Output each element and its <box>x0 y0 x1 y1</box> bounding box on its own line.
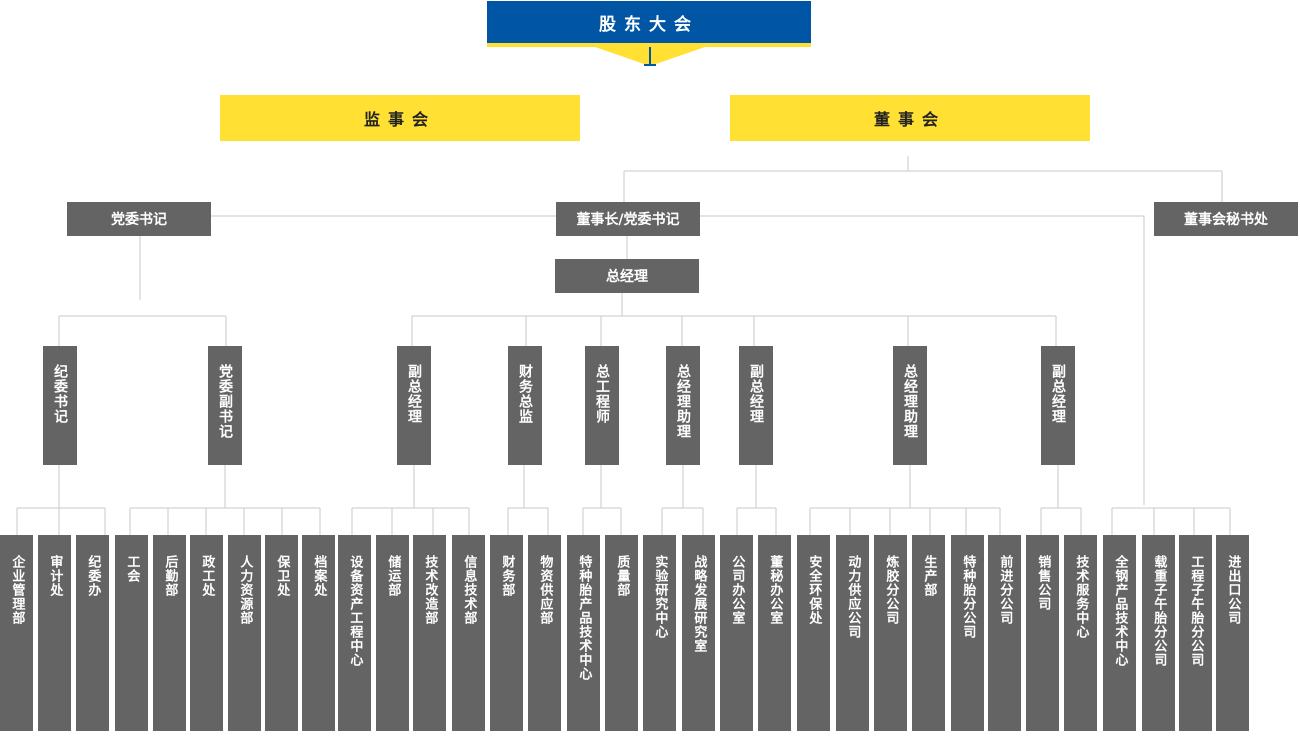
dept-box: 安全环保处 <box>797 535 830 731</box>
mid-box-gm-assistant-2: 总经理助理 <box>893 346 927 465</box>
dept-box: 物资供应部 <box>528 535 561 731</box>
mid-box-deputy-party-secretary: 党委副书记 <box>208 346 242 465</box>
dept-box: 设备资产工程中心 <box>338 535 371 731</box>
dept-box: 储运部 <box>376 535 409 731</box>
dept-box: 董秘办公室 <box>758 535 791 731</box>
mid-box-discipline-secretary: 纪委书记 <box>43 346 77 465</box>
dept-box: 载重子午胎分公司 <box>1142 535 1175 731</box>
dept-box: 质量部 <box>605 535 638 731</box>
board-of-directors-box: 董事会 <box>730 95 1090 141</box>
chairman-box: 董事长/党委书记 <box>556 202 700 236</box>
dept-box: 技术服务中心 <box>1064 535 1097 731</box>
mid-box-chief-engineer: 总工程师 <box>585 346 619 465</box>
dept-box: 档案处 <box>302 535 335 731</box>
dept-box: 人力资源部 <box>228 535 261 731</box>
supervisory-board-box: 监事会 <box>220 95 580 141</box>
dept-box: 前进分公司 <box>988 535 1021 731</box>
dept-box: 技术改造部 <box>413 535 446 731</box>
dept-box: 工会 <box>115 535 148 731</box>
dept-box: 动力供应公司 <box>836 535 869 731</box>
mid-box-cfo: 财务总监 <box>508 346 542 465</box>
dept-box: 工程子午胎分公司 <box>1179 535 1212 731</box>
dept-box: 实验研究中心 <box>643 535 676 731</box>
party-secretary-box: 党委书记 <box>67 202 211 236</box>
dept-box: 审计处 <box>38 535 71 731</box>
mid-box-deputy-gm-3: 副总经理 <box>1041 346 1075 465</box>
dept-box: 特种胎分公司 <box>951 535 984 731</box>
dept-box: 纪委办 <box>76 535 109 731</box>
mid-box-gm-assistant-1: 总经理助理 <box>666 346 700 465</box>
dept-box: 财务部 <box>490 535 523 731</box>
dept-box: 企业管理部 <box>0 535 33 731</box>
dept-box: 炼胶分公司 <box>874 535 907 731</box>
dept-box: 战略发展研究室 <box>682 535 715 731</box>
dept-box: 生产部 <box>912 535 945 731</box>
dept-box: 公司办公室 <box>720 535 753 731</box>
general-manager-box: 总经理 <box>555 259 699 293</box>
dept-box: 特种胎产品技术中心 <box>567 535 600 731</box>
dept-box: 后勤部 <box>153 535 186 731</box>
mid-box-deputy-gm-2: 副总经理 <box>739 346 773 465</box>
mid-box-deputy-gm-1: 副总经理 <box>397 346 431 465</box>
dept-box: 进出口公司 <box>1216 535 1249 731</box>
dept-box: 保卫处 <box>265 535 298 731</box>
board-secretary-office-box: 董事会秘书处 <box>1154 202 1298 236</box>
shareholders-meeting-box: 股东大会 <box>487 1 811 47</box>
dept-box: 销售公司 <box>1026 535 1059 731</box>
dept-box: 全钢产品技术中心 <box>1103 535 1136 731</box>
dept-box: 信息技术部 <box>452 535 485 731</box>
dept-box: 政工处 <box>190 535 223 731</box>
